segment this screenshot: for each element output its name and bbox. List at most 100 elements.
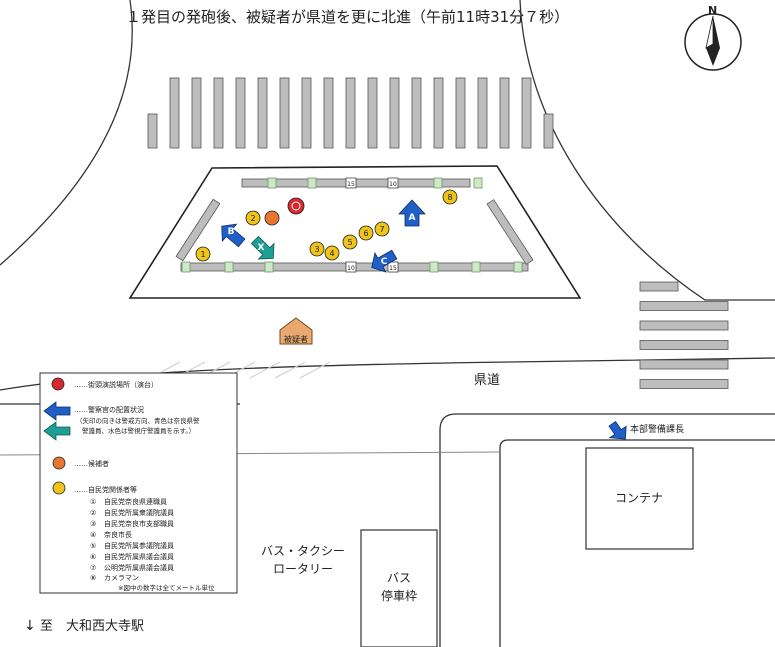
hq-officer-marker: 本部警備課長 — [608, 420, 684, 440]
road-label: 県道 — [474, 373, 500, 388]
suspect-marker: 被疑者 — [279, 317, 313, 345]
legend-member-no: ⑥ — [90, 553, 96, 561]
crosswalk-stripe — [169, 77, 180, 149]
legend-candidate-text: ……候補者 — [74, 459, 109, 468]
party-member-number: 2 — [250, 214, 255, 223]
crosswalk-stripe — [543, 113, 554, 149]
barrier-mark: 15 — [389, 265, 397, 272]
bus-stop-box — [360, 529, 438, 647]
legend-member-no: ④ — [90, 531, 96, 539]
legend-member-no: ⑧ — [90, 574, 96, 582]
legend-police-teal-icon — [43, 421, 71, 441]
legend-police-note-2: 警護員、水色は警視庁警護員を示す。） — [82, 426, 195, 435]
crosswalk-stripe — [191, 77, 202, 149]
party-member-number: 7 — [379, 225, 384, 234]
legend-member-no: ⑤ — [90, 542, 96, 550]
officer-x-marker: X — [250, 235, 275, 260]
party-member-marker: 8 — [442, 189, 458, 205]
bus-stop-label-2: 停車枠 — [381, 588, 417, 603]
legend-member-text: 自民党奈良県連職員 — [104, 497, 167, 506]
party-member-number: 4 — [329, 249, 334, 258]
party-member-number: 8 — [447, 193, 452, 202]
rotary-label-1: バス・タクシー — [261, 544, 345, 558]
crosswalk-stripe — [639, 301, 729, 311]
crosswalk-stripe — [455, 77, 466, 149]
crosswalk-stripe — [639, 379, 729, 389]
crosswalk-stripe — [477, 77, 488, 149]
legend-member-text: カメラマン — [104, 574, 139, 582]
crosswalk-stripe — [639, 340, 729, 350]
crosswalk-stripe — [235, 77, 246, 149]
crosswalk-stripe — [279, 77, 290, 149]
legend-member-text: 公明党所属県議会議員 — [104, 563, 174, 572]
party-member-marker: 3 — [309, 241, 325, 257]
barrier-mark: 15 — [347, 181, 355, 188]
crosswalk-stripe — [323, 77, 334, 149]
legend-member-no: ② — [90, 509, 96, 517]
crosswalk-stripe — [499, 77, 510, 149]
party-member-number: 1 — [200, 250, 205, 259]
crosswalk-stripe — [147, 113, 158, 149]
barriers: 15 10 10 15 — [175, 177, 534, 273]
stage-marker — [287, 197, 305, 215]
north-crosswalk — [147, 77, 554, 149]
party-member-marker: 2 — [245, 210, 261, 226]
legend-note: ※図中の数字は全てメートル単位 — [118, 583, 215, 592]
legend-police-blue-icon — [43, 401, 71, 421]
crosswalk-stripe — [521, 77, 532, 149]
direction-label: 至 大和西大寺駅 — [40, 619, 144, 634]
crosswalk-stripe — [367, 77, 378, 149]
crosswalk-stripe — [433, 77, 444, 149]
party-member-marker: 4 — [324, 245, 340, 261]
officer-c-letter: C — [381, 257, 388, 267]
party-member-marker: 7 — [374, 221, 390, 237]
crosswalk-stripe — [639, 281, 679, 292]
legend-party-icon — [52, 481, 66, 495]
party-member-number: 3 — [314, 245, 319, 254]
compass-icon: N — [684, 4, 742, 71]
container-box — [585, 447, 694, 550]
legend-member-text: 自民党奈良市支部職員 — [104, 519, 174, 528]
legend-member-no: ① — [90, 498, 96, 506]
crosswalk-stripe — [345, 77, 356, 149]
legend-member-no: ⑦ — [90, 564, 96, 572]
officer-a-marker: A — [398, 199, 426, 227]
rotary-label-2: ロータリー — [273, 562, 333, 576]
officer-c-marker: C — [371, 249, 398, 273]
legend-police-note-1: （矢印の向きは警戒方向、青色は奈良県警 — [76, 416, 200, 425]
legend-candidate-icon — [52, 456, 66, 470]
barrier-mark: 10 — [347, 265, 355, 272]
hq-officer-label: 本部警備課長 — [630, 423, 684, 435]
legend-party-text: ……自民党関係者等 — [74, 485, 137, 494]
diagram-title: １発目の発砲後、被疑者が県道を更に北進（午前11時31分７秒） — [126, 8, 569, 26]
east-crosswalk — [639, 281, 729, 389]
legend-member-text: 自民党所属県議会議員 — [104, 552, 174, 561]
crosswalk-stripe — [639, 320, 729, 331]
party-member-marker: 5 — [342, 234, 358, 250]
legend-stage-text: ……街頭演説場所（演台） — [74, 380, 158, 389]
container-label: コンテナ — [615, 491, 663, 505]
officer-b-letter: B — [228, 227, 235, 237]
suspect-label: 被疑者 — [284, 334, 308, 344]
legend: ……街頭演説場所（演台） ……警察官の配置状況 （矢印の向きは警戒方向、青色は奈… — [39, 372, 238, 594]
legend-member-text: 自民党所属参議院議員 — [104, 541, 174, 550]
candidate-marker — [264, 210, 280, 226]
direction-arrow: ↓ — [24, 618, 36, 634]
bus-stop-label-1: バス — [387, 571, 411, 585]
crosswalk-stripe — [301, 77, 312, 149]
crosswalk-stripe — [389, 77, 400, 149]
crosswalk-stripe — [639, 359, 729, 370]
legend-police-text: ……警察官の配置状況 — [74, 405, 144, 414]
party-member-number: 6 — [363, 229, 368, 238]
party-member-number: 5 — [347, 238, 352, 247]
officer-x-letter: X — [258, 243, 265, 253]
party-member-marker: 6 — [358, 225, 374, 241]
crosswalk-stripe — [257, 77, 268, 149]
compass-label: N — [708, 4, 717, 17]
legend-member-no: ③ — [90, 520, 96, 528]
party-member-marker: 1 — [195, 246, 211, 262]
barrier-mark: 10 — [389, 181, 397, 188]
legend-stage-icon — [51, 377, 65, 391]
legend-member-text: 奈良市長 — [104, 530, 132, 539]
